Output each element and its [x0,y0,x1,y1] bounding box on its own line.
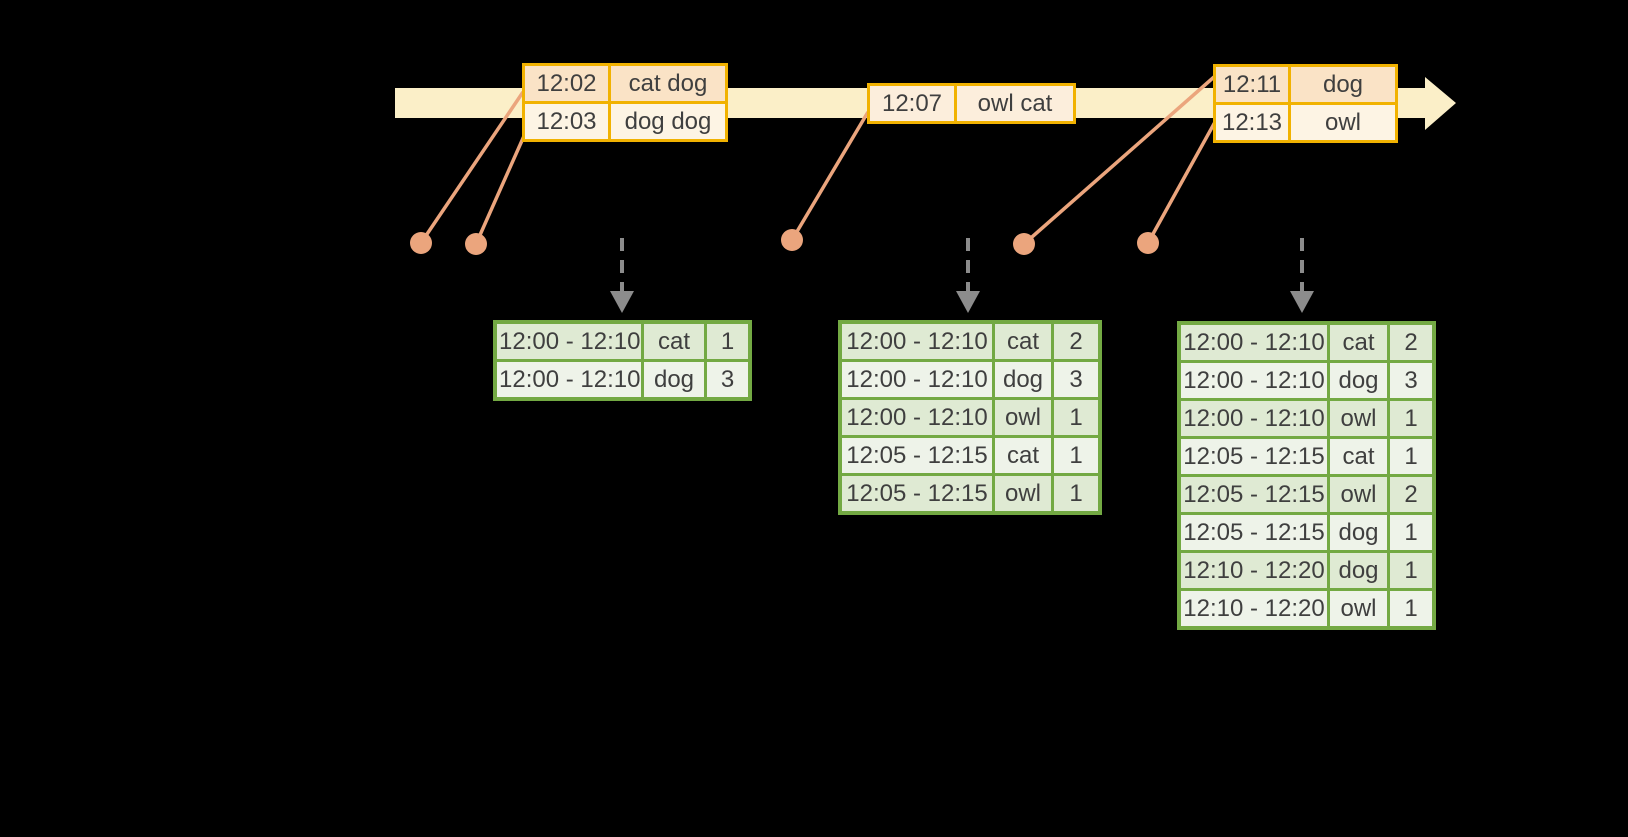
event-marker-dot [781,229,803,251]
table-cell: 12:05 - 12:15 [838,435,995,476]
table-cell: owl [1288,102,1398,143]
event-marker-dot [1013,233,1035,255]
table-cell: 3 [1387,360,1436,401]
event-marker-line [1146,121,1217,244]
table-cell: 12:05 - 12:15 [1177,512,1330,553]
table-cell: 12:02 [522,63,611,104]
table-cell: 1 [1051,435,1102,476]
table-cell: dog [1327,360,1390,401]
event-marker-dot [410,232,432,254]
table-cell: 1 [1387,436,1436,477]
table-cell: cat [641,320,707,362]
table-cell: dog [1327,550,1390,591]
table-cell: 12:00 - 12:10 [1177,360,1330,401]
table-cell: owl cat [954,83,1076,124]
table-cell: cat [992,435,1054,476]
table-cell: 12:07 [867,83,957,124]
table-cell: owl [1327,474,1390,515]
table-cell: 12:00 - 12:10 [838,359,995,400]
table-cell: 12:05 - 12:15 [1177,474,1330,515]
table-cell: 12:05 - 12:15 [838,473,995,515]
table-cell: dog dog [608,101,728,142]
event-marker-line [790,111,870,241]
trigger-arrowhead-icon [610,291,634,313]
table-cell: 2 [1387,474,1436,515]
table-cell: 12:03 [522,101,611,142]
table-cell: 12:00 - 12:10 [838,397,995,438]
table-cell: 12:10 - 12:20 [1177,550,1330,591]
table-cell: 1 [1051,397,1102,438]
table-cell: 12:00 - 12:10 [493,320,644,362]
table-cell: cat [1327,436,1390,477]
table-cell: dog [1288,64,1398,105]
table-cell: owl [992,473,1054,515]
table-cell: owl [992,397,1054,438]
table-cell: 12:13 [1213,102,1291,143]
table-cell: dog [1327,512,1390,553]
table-cell: cat [1327,321,1390,363]
event-marker-dot [465,233,487,255]
table-cell: 1 [1387,550,1436,591]
table-cell: 3 [1051,359,1102,400]
table-cell: 12:00 - 12:10 [1177,321,1330,363]
table-cell: 1 [1051,473,1102,515]
table-cell: 12:11 [1213,64,1291,105]
event-marker-line [419,91,525,244]
table-cell: 12:10 - 12:20 [1177,588,1330,630]
table-cell: 1 [1387,398,1436,439]
table-cell: 3 [704,359,752,401]
event-marker-line [474,135,526,245]
table-cell: 1 [704,320,752,362]
table-cell: 1 [1387,588,1436,630]
table-cell: cat dog [608,63,728,104]
trigger-arrowhead-icon [956,291,980,313]
table-cell: 2 [1051,320,1102,362]
table-cell: 12:00 - 12:10 [493,359,644,401]
table-cell: 12:05 - 12:15 [1177,436,1330,477]
table-cell: dog [641,359,707,401]
event-marker-dot [1137,232,1159,254]
table-cell: 12:00 - 12:10 [838,320,995,362]
table-cell: cat [992,320,1054,362]
table-cell: 12:00 - 12:10 [1177,398,1330,439]
event-marker-line [1022,75,1216,246]
table-cell: 1 [1387,512,1436,553]
table-cell: dog [992,359,1054,400]
table-cell: 2 [1387,321,1436,363]
table-cell: owl [1327,398,1390,439]
table-cell: owl [1327,588,1390,630]
trigger-arrowhead-icon [1290,291,1314,313]
